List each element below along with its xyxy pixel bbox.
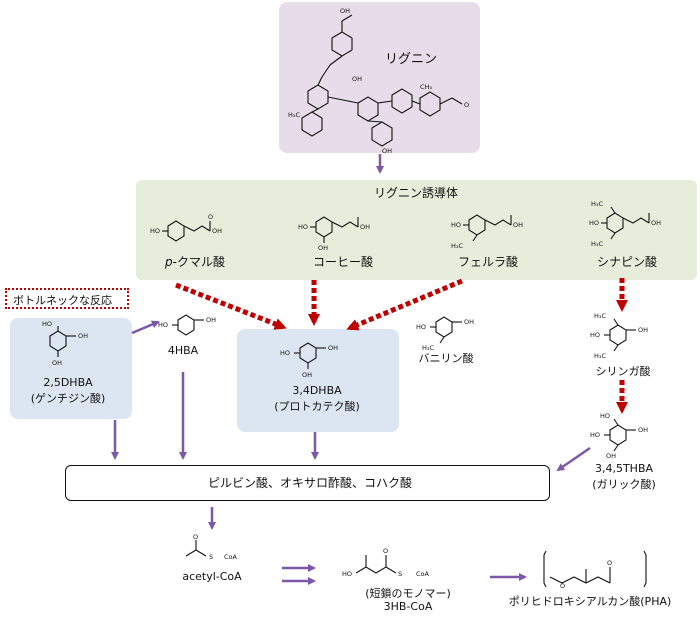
svg-text:O: O [560, 582, 565, 590]
vanillic-acid-structure: HO OH H₃C [416, 316, 474, 352]
svg-text:O: O [208, 213, 213, 221]
gentisic-box [10, 318, 132, 419]
dhba25-name: (ゲンチジン酸) [30, 392, 106, 405]
thba-name: (ガリック酸) [592, 478, 656, 491]
pha-label: ポリヒドロキシアルカン酸(PHA) [508, 595, 672, 608]
arrow-coumaric-to-dhba34 [175, 282, 287, 330]
svg-text:OH: OH [52, 359, 62, 367]
svg-text:OH: OH [340, 7, 350, 15]
lignin-label: リグニン [385, 52, 438, 67]
coumaric-acid-label: p-クマル酸 [165, 255, 225, 269]
tca-box [65, 465, 550, 501]
svg-text:H₃C: H₃C [288, 111, 300, 119]
svg-text:OH: OH [78, 332, 88, 340]
svg-text:OH: OH [360, 223, 370, 231]
svg-text:CH₃: CH₃ [420, 83, 432, 91]
bottleneck-box [5, 288, 129, 309]
svg-text:HO: HO [42, 320, 52, 328]
monomer-code: 3HB-CoA [383, 600, 433, 613]
svg-text:HO: HO [298, 223, 308, 231]
svg-text:HO: HO [280, 349, 290, 357]
coumaric-acid-structure: HO OH O [150, 213, 222, 242]
svg-text:H₃C: H₃C [594, 352, 606, 360]
caffeic-acid-label: コーヒー酸 [312, 255, 374, 269]
gallic-acid-structure: HO OH HO OH [590, 412, 648, 460]
svg-text:H₃C: H₃C [451, 242, 463, 250]
ferulic-acid-structure: HO OH H₃C [451, 214, 523, 250]
lignin-structure: OH OH H₃C O OH CH₃ [288, 7, 469, 155]
svg-text:H₃C: H₃C [594, 312, 606, 320]
protocatechuic-box [237, 329, 399, 432]
svg-text:OH: OH [212, 227, 222, 235]
dhba25-code: 2,5DHBA [43, 376, 93, 389]
thba-code: 3,4,5THBA [594, 462, 654, 475]
syringic-acid-structure: HO OH H₃C H₃C [590, 312, 648, 360]
svg-text:OH: OH [606, 452, 616, 460]
svg-text:HO: HO [590, 331, 600, 339]
svg-text:OH: OH [206, 316, 216, 324]
svg-text:HO: HO [416, 323, 426, 331]
svg-text:HO: HO [589, 219, 599, 227]
sinapic-acid-label: シナピン酸 [596, 255, 658, 269]
svg-text:OH: OH [328, 344, 338, 352]
svg-text:CoA: CoA [224, 553, 238, 561]
dhba34-code: 3,4DHBA [292, 384, 342, 397]
svg-text:OH: OH [382, 147, 392, 155]
gentisic-acid-structure: HO OH OH [42, 320, 88, 367]
arrow-dhba25-to-hba4 [131, 320, 160, 335]
svg-text:OH: OH [651, 219, 661, 227]
sinapic-acid-structure: HO OH H₃C H₃C [589, 200, 661, 248]
svg-text:OH: OH [352, 75, 362, 83]
acetyl-coa-label: acetyl-CoA [182, 570, 242, 583]
monomer-structure: HO O S CoA [342, 547, 430, 578]
svg-text:OH: OH [513, 221, 523, 229]
svg-text:O: O [607, 559, 612, 567]
derivatives-title: リグニン誘導体 [373, 186, 459, 200]
tca-label: ピルビン酸、オキサロ酢酸、コハク酸 [207, 476, 413, 490]
svg-text:HO: HO [451, 221, 461, 229]
monomer-name: (短鎖のモノマー) [365, 587, 451, 600]
caffeic-acid-structure: HO OH OH [298, 216, 370, 252]
ferulic-acid-label: フェルラ酸 [457, 255, 519, 269]
svg-text:H₃C: H₃C [591, 200, 603, 208]
svg-text:HO: HO [342, 570, 352, 578]
svg-text:HO: HO [158, 321, 168, 329]
pha-structure: OO [543, 550, 647, 590]
dhba34-name: (プロトカテク酸) [274, 400, 360, 413]
svg-text:O: O [464, 101, 469, 109]
syringic-acid-label: シリンガ酸 [595, 365, 651, 378]
svg-text:S: S [398, 570, 402, 578]
svg-text:OH: OH [318, 244, 328, 252]
hba4-label: 4HBA [167, 344, 199, 357]
svg-text:OH: OH [302, 371, 312, 379]
svg-text:O: O [383, 547, 388, 555]
hba4-structure: HO OH [158, 314, 216, 336]
svg-text:S: S [209, 553, 213, 561]
arrow-thba-to-tca [556, 446, 591, 472]
svg-text:OH: OH [638, 326, 648, 334]
lignin-box [279, 2, 480, 153]
acetyl-coa-structure: O S CoA [185, 533, 238, 561]
svg-text:OH: OH [464, 318, 474, 326]
bottleneck-label: ボトルネックな反応 [13, 294, 112, 307]
arrow-ferulic-to-dhba34 [346, 278, 463, 331]
svg-text:H₃C: H₃C [422, 344, 434, 352]
svg-text:OH: OH [638, 426, 648, 434]
svg-text:HO: HO [590, 431, 600, 439]
svg-text:H₃C: H₃C [591, 240, 603, 248]
vanillic-acid-label: バニリン酸 [418, 352, 474, 365]
svg-text:HO: HO [150, 227, 160, 235]
svg-text:CoA: CoA [416, 570, 430, 578]
svg-text:HO: HO [600, 412, 610, 420]
protocatechuic-acid-structure: HO OH OH [280, 342, 338, 379]
derivatives-box [136, 180, 697, 280]
svg-text:O: O [193, 533, 198, 541]
